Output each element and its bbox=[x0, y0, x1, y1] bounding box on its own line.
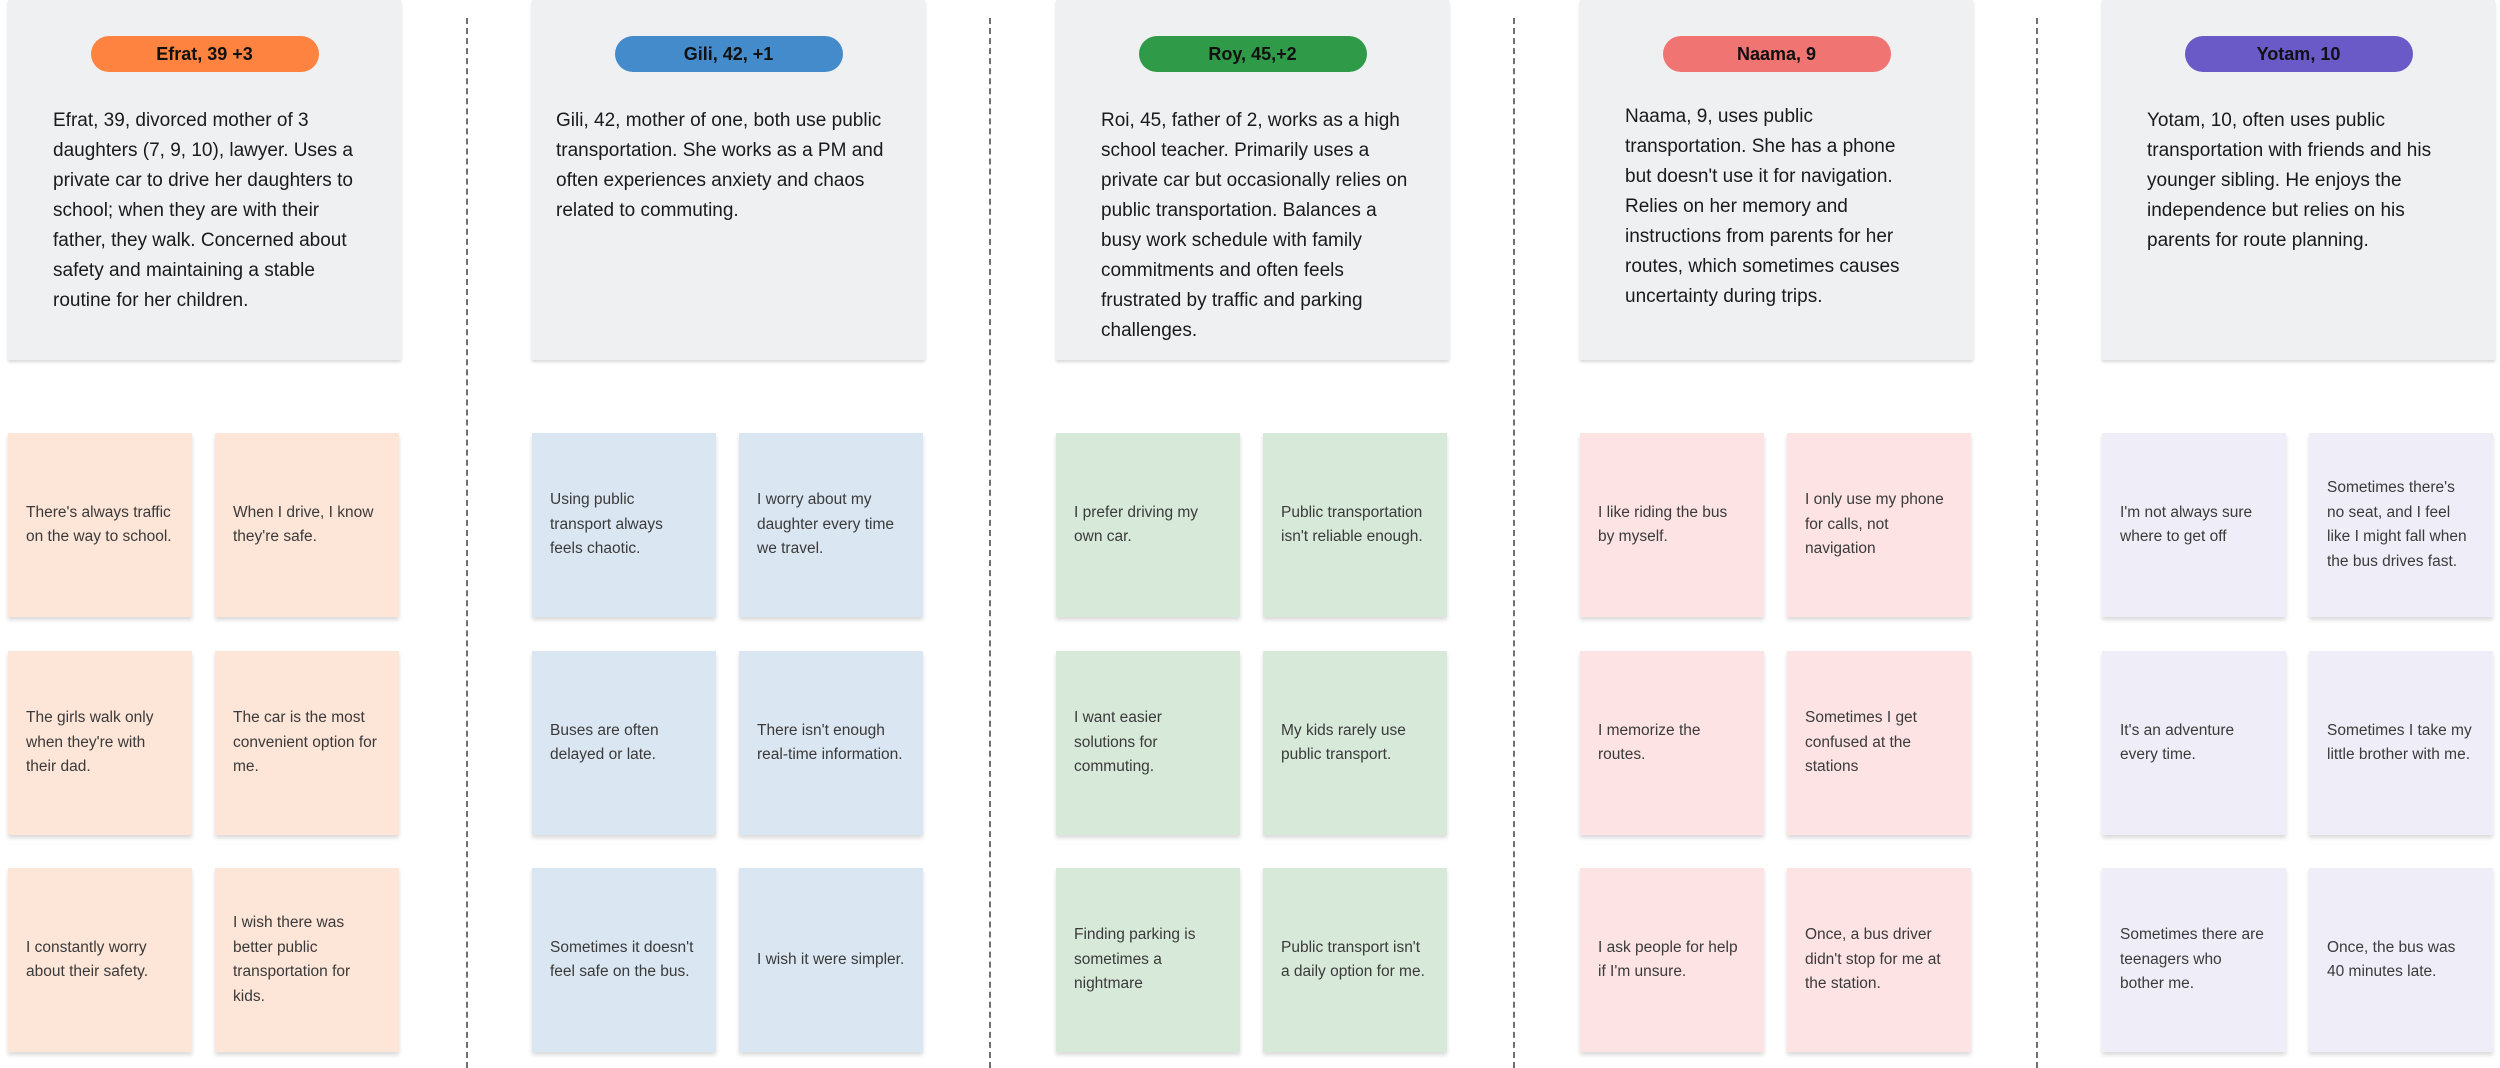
sticky-note[interactable]: There isn't enough real-time information… bbox=[739, 651, 923, 835]
sticky-note[interactable]: The girls walk only when they're with th… bbox=[8, 651, 192, 835]
sticky-note[interactable]: I wish there was better public transport… bbox=[215, 868, 399, 1052]
sticky-note-text: Using public transport always feels chao… bbox=[550, 491, 663, 558]
sticky-note[interactable]: Sometimes there are teenagers who bother… bbox=[2102, 868, 2286, 1052]
sticky-note-text: I wish there was better public transport… bbox=[233, 914, 351, 1005]
sticky-note-text: I like riding the bus by myself. bbox=[1598, 503, 1728, 546]
persona-bio: Yotam, 10, often uses public transportat… bbox=[2147, 110, 2432, 251]
sticky-note-text: Buses are often delayed or late. bbox=[550, 721, 659, 764]
sticky-note[interactable]: Sometimes I take my little brother with … bbox=[2309, 651, 2493, 835]
persona-column-yotam: Yotam, 10 Yotam, 10, often uses public t… bbox=[2102, 0, 2495, 1068]
sticky-note[interactable]: When I drive, I know they're safe. bbox=[215, 433, 399, 617]
sticky-note[interactable]: There's always traffic on the way to sch… bbox=[8, 433, 192, 617]
sticky-note[interactable]: I memorize the routes. bbox=[1580, 651, 1764, 835]
sticky-note[interactable]: It's an adventure every time. bbox=[2102, 651, 2286, 835]
column-divider bbox=[1513, 18, 1515, 1068]
persona-bio: Roi, 45, father of 2, works as a high sc… bbox=[1101, 110, 1408, 341]
sticky-note[interactable]: I ask people for help if I'm unsure. bbox=[1580, 868, 1764, 1052]
sticky-note[interactable]: Sometimes there's no seat, and I feel li… bbox=[2309, 433, 2493, 617]
sticky-note-text: Once, a bus driver didn't stop for me at… bbox=[1805, 926, 1941, 993]
sticky-note-text: I ask people for help if I'm unsure. bbox=[1598, 938, 1738, 981]
sticky-note-text: The girls walk only when they're with th… bbox=[26, 709, 154, 776]
persona-column-roy: Roy, 45,+2 Roi, 45, father of 2, works a… bbox=[1056, 0, 1449, 1068]
sticky-note[interactable]: Finding parking is sometimes a nightmare bbox=[1056, 868, 1240, 1052]
sticky-note-text: When I drive, I know they're safe. bbox=[233, 503, 374, 546]
persona-name-pill: Naama, 9 bbox=[1662, 36, 1891, 72]
sticky-note-text: I want easier solutions for commuting. bbox=[1074, 709, 1162, 776]
column-divider bbox=[2036, 18, 2038, 1068]
sticky-note[interactable]: Using public transport always feels chao… bbox=[532, 433, 716, 617]
sticky-note-text: I wish it were simpler. bbox=[757, 950, 905, 968]
persona-name-pill: Efrat, 39 +3 bbox=[90, 36, 319, 72]
persona-name-pill: Yotam, 10 bbox=[2184, 36, 2413, 72]
persona-card[interactable]: Gili, 42, +1 Gili, 42, mother of one, bo… bbox=[532, 0, 925, 360]
sticky-note-text: I memorize the routes. bbox=[1598, 721, 1701, 764]
sticky-note-text: Public transportation isn't reliable eno… bbox=[1281, 503, 1423, 546]
sticky-note-text: Sometimes I take my little brother with … bbox=[2327, 721, 2472, 764]
sticky-note[interactable]: I like riding the bus by myself. bbox=[1580, 433, 1764, 617]
persona-card[interactable]: Yotam, 10 Yotam, 10, often uses public t… bbox=[2102, 0, 2495, 360]
column-divider bbox=[989, 18, 991, 1068]
persona-name-pill: Gili, 42, +1 bbox=[614, 36, 843, 72]
sticky-note[interactable]: The car is the most convenient option fo… bbox=[215, 651, 399, 835]
sticky-note-text: Sometimes it doesn't feel safe on the bu… bbox=[550, 938, 694, 981]
sticky-note-text: Finding parking is sometimes a nightmare bbox=[1074, 926, 1196, 993]
sticky-note[interactable]: I only use my phone for calls, not navig… bbox=[1787, 433, 1971, 617]
sticky-note-text: Sometimes I get confused at the stations bbox=[1805, 709, 1917, 776]
sticky-note-text: It's an adventure every time. bbox=[2120, 721, 2235, 764]
sticky-note[interactable]: Once, a bus driver didn't stop for me at… bbox=[1787, 868, 1971, 1052]
sticky-note-text: I worry about my daughter every time we … bbox=[757, 491, 894, 558]
sticky-note[interactable]: Buses are often delayed or late. bbox=[532, 651, 716, 835]
sticky-note-text: I'm not always sure where to get off bbox=[2120, 503, 2253, 546]
persona-card[interactable]: Naama, 9 Naama, 9, uses public transport… bbox=[1580, 0, 1973, 360]
sticky-note-text: There isn't enough real-time information… bbox=[757, 721, 903, 764]
sticky-note[interactable]: Sometimes it doesn't feel safe on the bu… bbox=[532, 868, 716, 1052]
sticky-note[interactable]: Sometimes I get confused at the stations bbox=[1787, 651, 1971, 835]
sticky-note-text: Sometimes there are teenagers who bother… bbox=[2120, 926, 2264, 993]
persona-card[interactable]: Efrat, 39 +3 Efrat, 39, divorced mother … bbox=[8, 0, 401, 360]
sticky-note-text: I constantly worry about their safety. bbox=[26, 938, 149, 981]
persona-bio: Gili, 42, mother of one, both use public… bbox=[556, 110, 884, 221]
persona-name-pill: Roy, 45,+2 bbox=[1138, 36, 1367, 72]
sticky-note-text: Sometimes there's no seat, and I feel li… bbox=[2327, 479, 2467, 570]
persona-bio: Efrat, 39, divorced mother of 3 daughter… bbox=[53, 110, 353, 311]
sticky-note[interactable]: Public transport isn't a daily option fo… bbox=[1263, 868, 1447, 1052]
sticky-note[interactable]: I want easier solutions for commuting. bbox=[1056, 651, 1240, 835]
sticky-note[interactable]: I'm not always sure where to get off bbox=[2102, 433, 2286, 617]
sticky-note[interactable]: I wish it were simpler. bbox=[739, 868, 923, 1052]
persona-column-efrat: Efrat, 39 +3 Efrat, 39, divorced mother … bbox=[8, 0, 401, 1068]
persona-column-naama: Naama, 9 Naama, 9, uses public transport… bbox=[1580, 0, 1973, 1068]
sticky-note[interactable]: I prefer driving my own car. bbox=[1056, 433, 1240, 617]
sticky-note-text: I only use my phone for calls, not navig… bbox=[1805, 491, 1944, 558]
sticky-note[interactable]: Public transportation isn't reliable eno… bbox=[1263, 433, 1447, 617]
sticky-note[interactable]: I worry about my daughter every time we … bbox=[739, 433, 923, 617]
sticky-note-text: My kids rarely use public transport. bbox=[1281, 721, 1406, 764]
sticky-note[interactable]: I constantly worry about their safety. bbox=[8, 868, 192, 1052]
sticky-note-text: Public transport isn't a daily option fo… bbox=[1281, 938, 1425, 981]
sticky-note-text: The car is the most convenient option fo… bbox=[233, 709, 377, 776]
sticky-note[interactable]: Once, the bus was 40 minutes late. bbox=[2309, 868, 2493, 1052]
sticky-note-text: I prefer driving my own car. bbox=[1074, 503, 1199, 546]
persona-column-gili: Gili, 42, +1 Gili, 42, mother of one, bo… bbox=[532, 0, 925, 1068]
persona-bio: Naama, 9, uses public transportation. Sh… bbox=[1625, 106, 1900, 307]
sticky-note-text: Once, the bus was 40 minutes late. bbox=[2327, 938, 2456, 981]
persona-card[interactable]: Roy, 45,+2 Roi, 45, father of 2, works a… bbox=[1056, 0, 1449, 360]
sticky-note-text: There's always traffic on the way to sch… bbox=[26, 503, 172, 546]
sticky-note[interactable]: My kids rarely use public transport. bbox=[1263, 651, 1447, 835]
column-divider bbox=[466, 18, 468, 1068]
